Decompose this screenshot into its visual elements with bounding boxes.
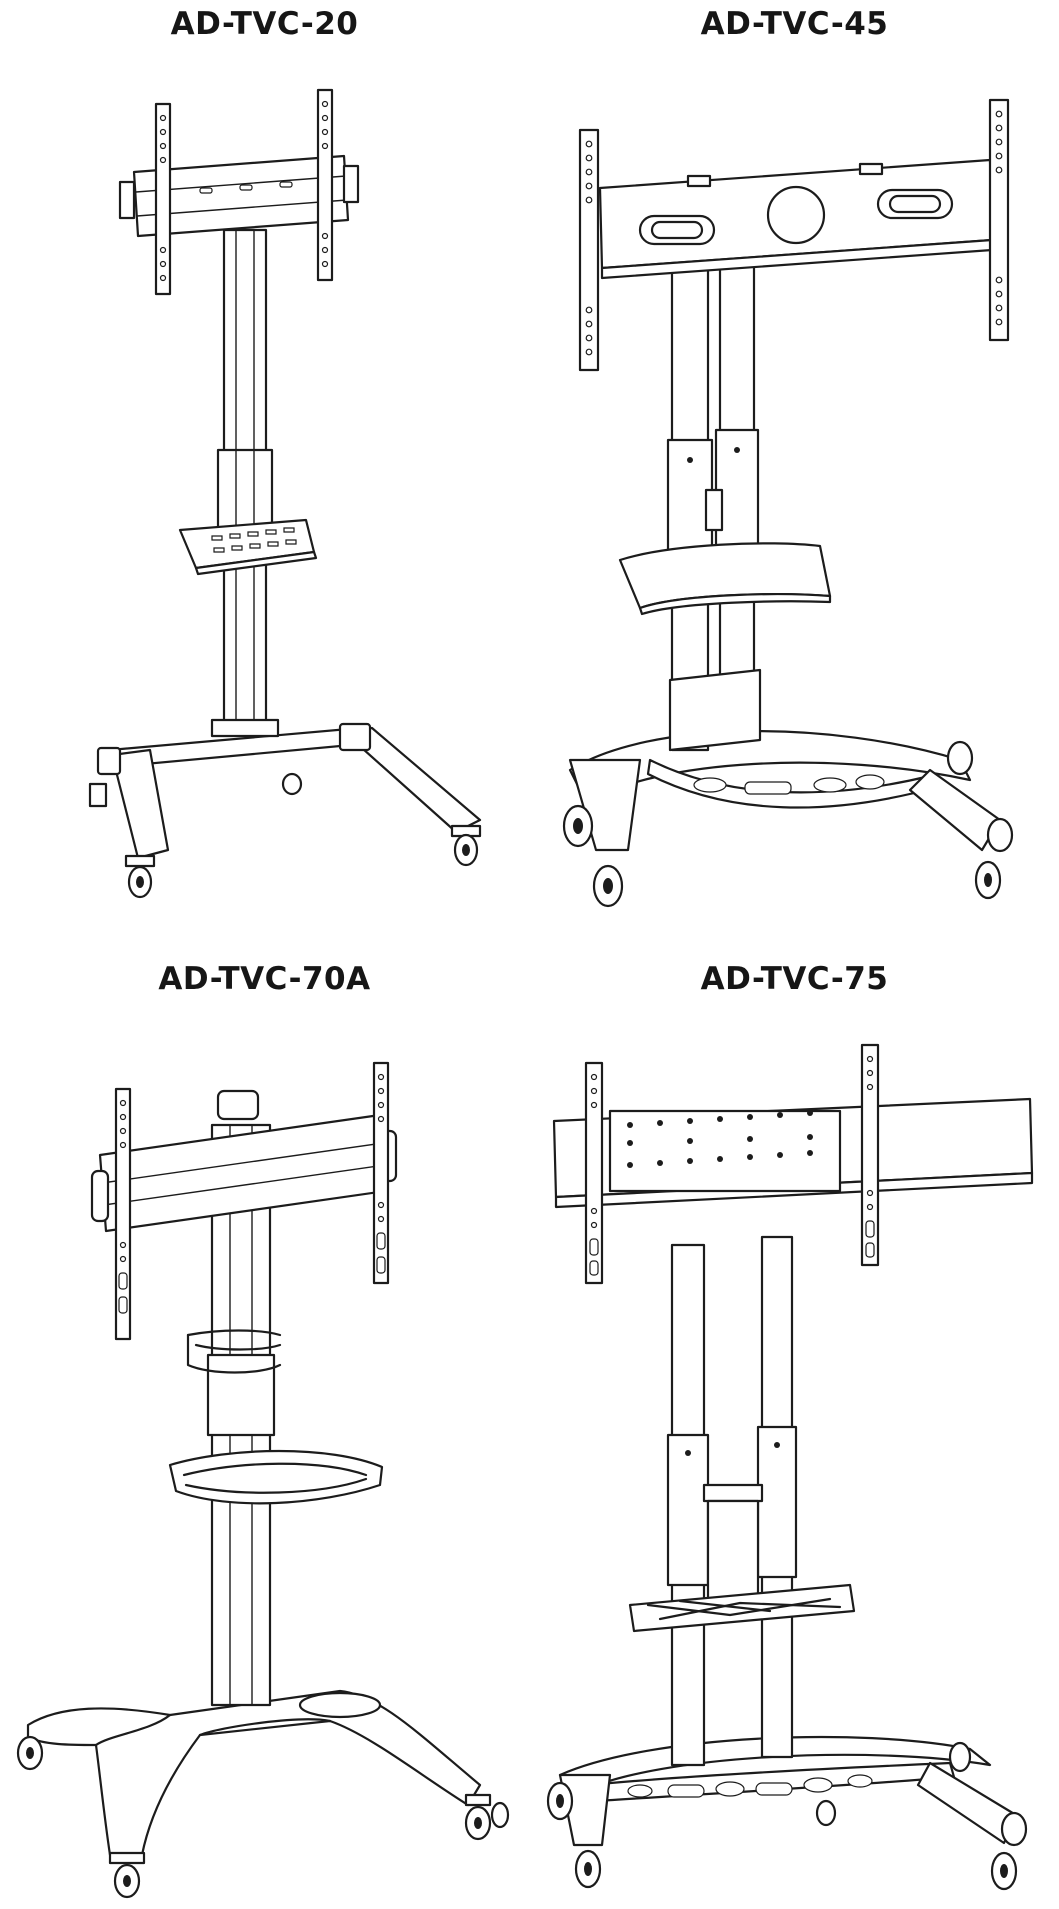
model-title: AD-TVC-20 — [170, 6, 359, 42]
product-panel-ad-tvc-75: AD-TVC-75 — [530, 955, 1059, 1909]
tv-cart-drawing-ad-tvc-70a — [0, 1015, 529, 1905]
tv-cart-drawing-ad-tvc-75 — [530, 1015, 1059, 1905]
tv-cart-drawing-ad-tvc-45 — [530, 60, 1059, 950]
product-panel-ad-tvc-20: AD-TVC-20 — [0, 0, 529, 954]
model-title: AD-TVC-70A — [158, 961, 371, 997]
model-title: AD-TVC-45 — [700, 6, 889, 42]
model-title: AD-TVC-75 — [700, 961, 889, 997]
tv-cart-drawing-ad-tvc-20 — [0, 60, 529, 950]
product-panel-ad-tvc-45: AD-TVC-45 — [530, 0, 1059, 954]
product-panel-ad-tvc-70a: AD-TVC-70A — [0, 955, 529, 1909]
